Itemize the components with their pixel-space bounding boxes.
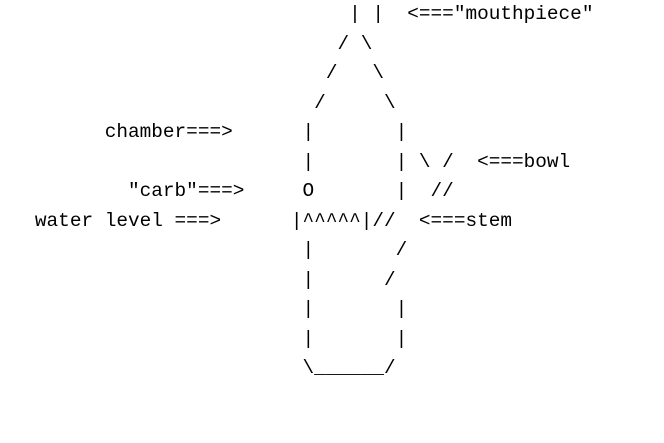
diagram-line-water-level: water level ===> |^^^^^|// <===stem [0,209,512,232]
diagram-line-stem-2: | / [0,268,396,291]
diagram-line-neck-1: / \ [0,32,373,55]
diagram-line-bottom: \______/ [0,357,396,379]
diagram-line-chamber: chamber===> | | [0,121,408,143]
diagram-line-base-1: | | [0,298,408,320]
diagram-line-neck-3: / \ [0,91,396,114]
diagram-line-bowl: | | \ / <===bowl [0,150,571,173]
diagram-line-carb: "carb"===> O | // [0,180,454,202]
ascii-bong-diagram: | | <==="mouthpiece" / \ / \ / \ chamber… [0,3,594,379]
diagram-line-base-2: | | [0,327,408,350]
diagram-line-neck-2: / \ [0,62,384,84]
diagram-line-stem-1: | / [0,239,408,261]
diagram-line-mouthpiece: | | <==="mouthpiece" [0,3,594,25]
